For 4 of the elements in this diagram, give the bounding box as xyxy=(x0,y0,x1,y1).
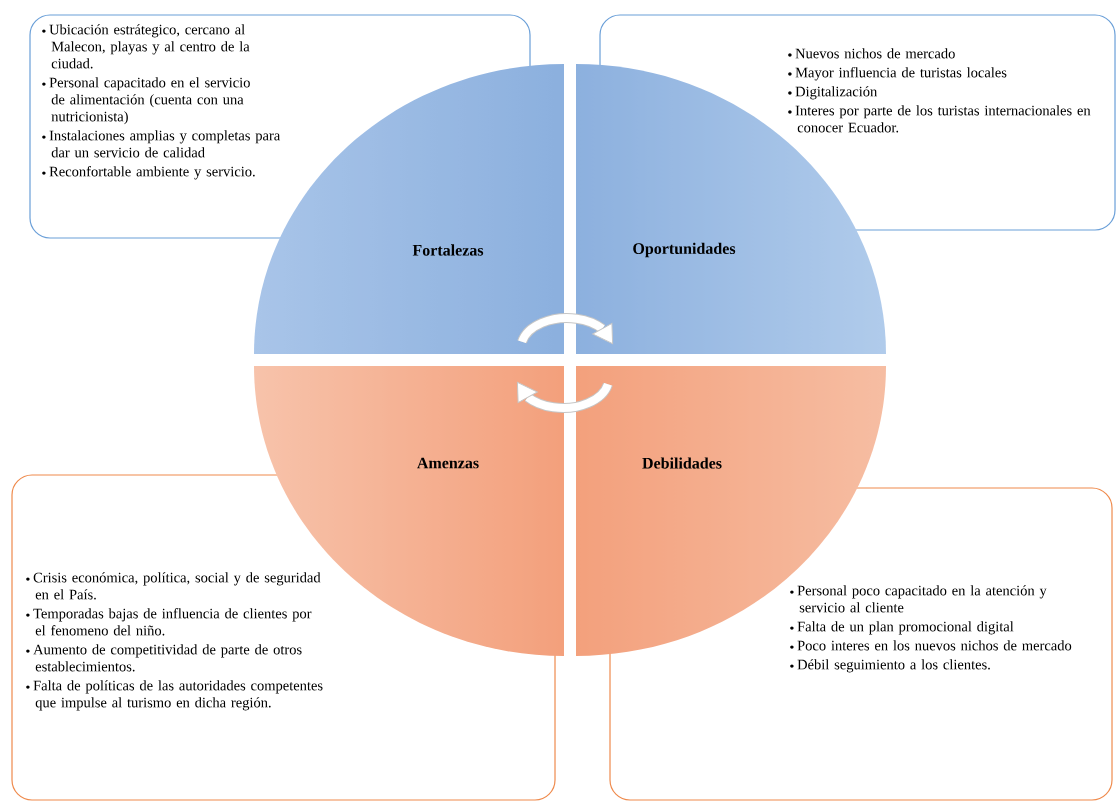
quadrant: Debilidades xyxy=(642,457,722,469)
quadrant: Oportunidades xyxy=(633,242,736,258)
quadrant: Amenzas xyxy=(417,457,479,469)
quadrant: Fortalezas xyxy=(412,244,484,256)
